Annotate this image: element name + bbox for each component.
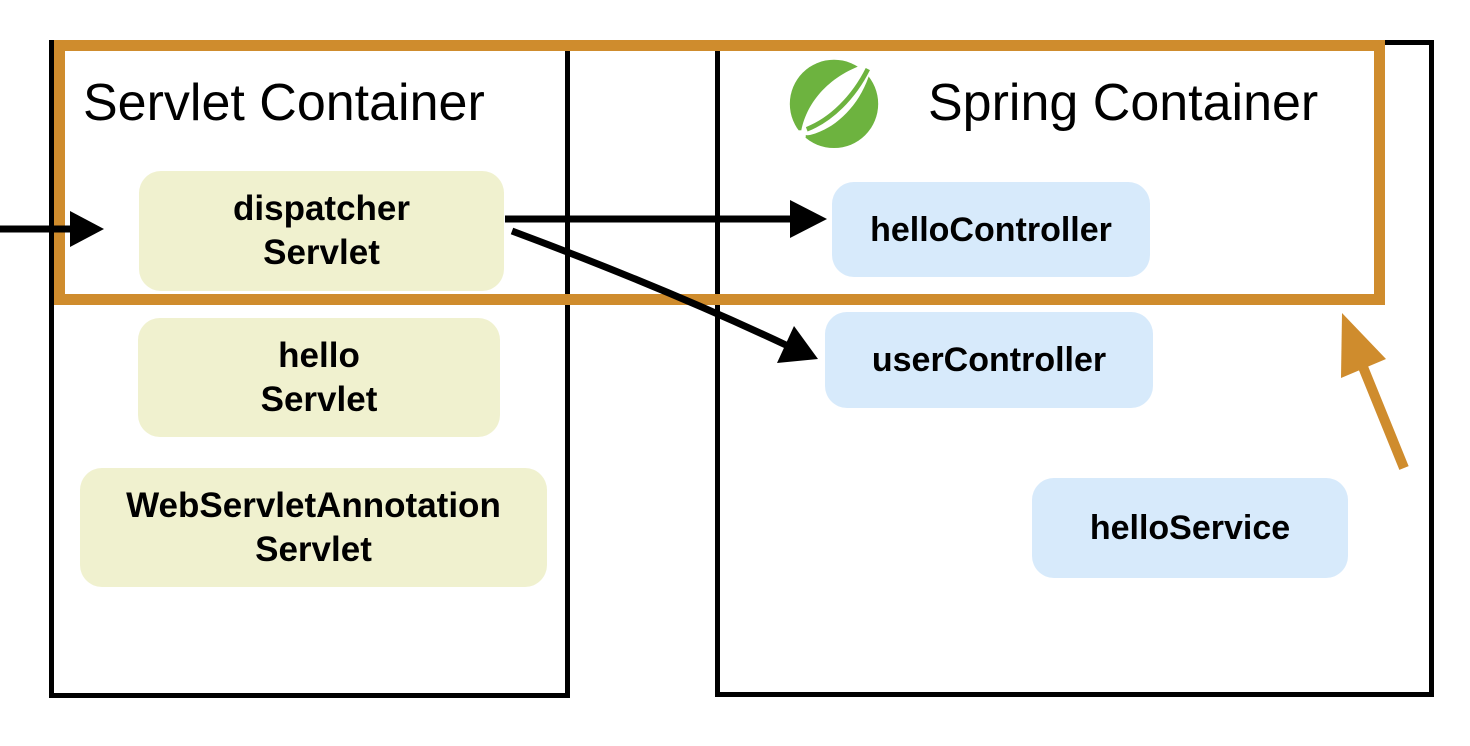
- dispatcher-servlet-label: dispatcher Servlet: [233, 189, 410, 272]
- spring-leaf-icon: [786, 55, 882, 149]
- spring-container-title: Spring Container: [928, 74, 1319, 132]
- hello-service-node: helloService: [1032, 478, 1348, 578]
- user-controller-node: userController: [825, 312, 1153, 408]
- dispatcher-servlet-node: dispatcher Servlet: [139, 171, 504, 291]
- webservlet-annotation-servlet-node: WebServletAnnotation Servlet: [80, 468, 547, 587]
- user-controller-label: userController: [871, 341, 1107, 379]
- hello-service-label: helloService: [1089, 509, 1291, 547]
- servlet-container-title: Servlet Container: [83, 74, 485, 132]
- hello-servlet-label: hello Servlet: [260, 335, 378, 419]
- webservlet-annotation-servlet-label: WebServletAnnotation Servlet: [126, 485, 501, 569]
- hello-controller-label: helloController: [870, 210, 1112, 249]
- hello-controller-node: helloController: [832, 182, 1150, 277]
- hello-servlet-node: hello Servlet: [138, 318, 500, 437]
